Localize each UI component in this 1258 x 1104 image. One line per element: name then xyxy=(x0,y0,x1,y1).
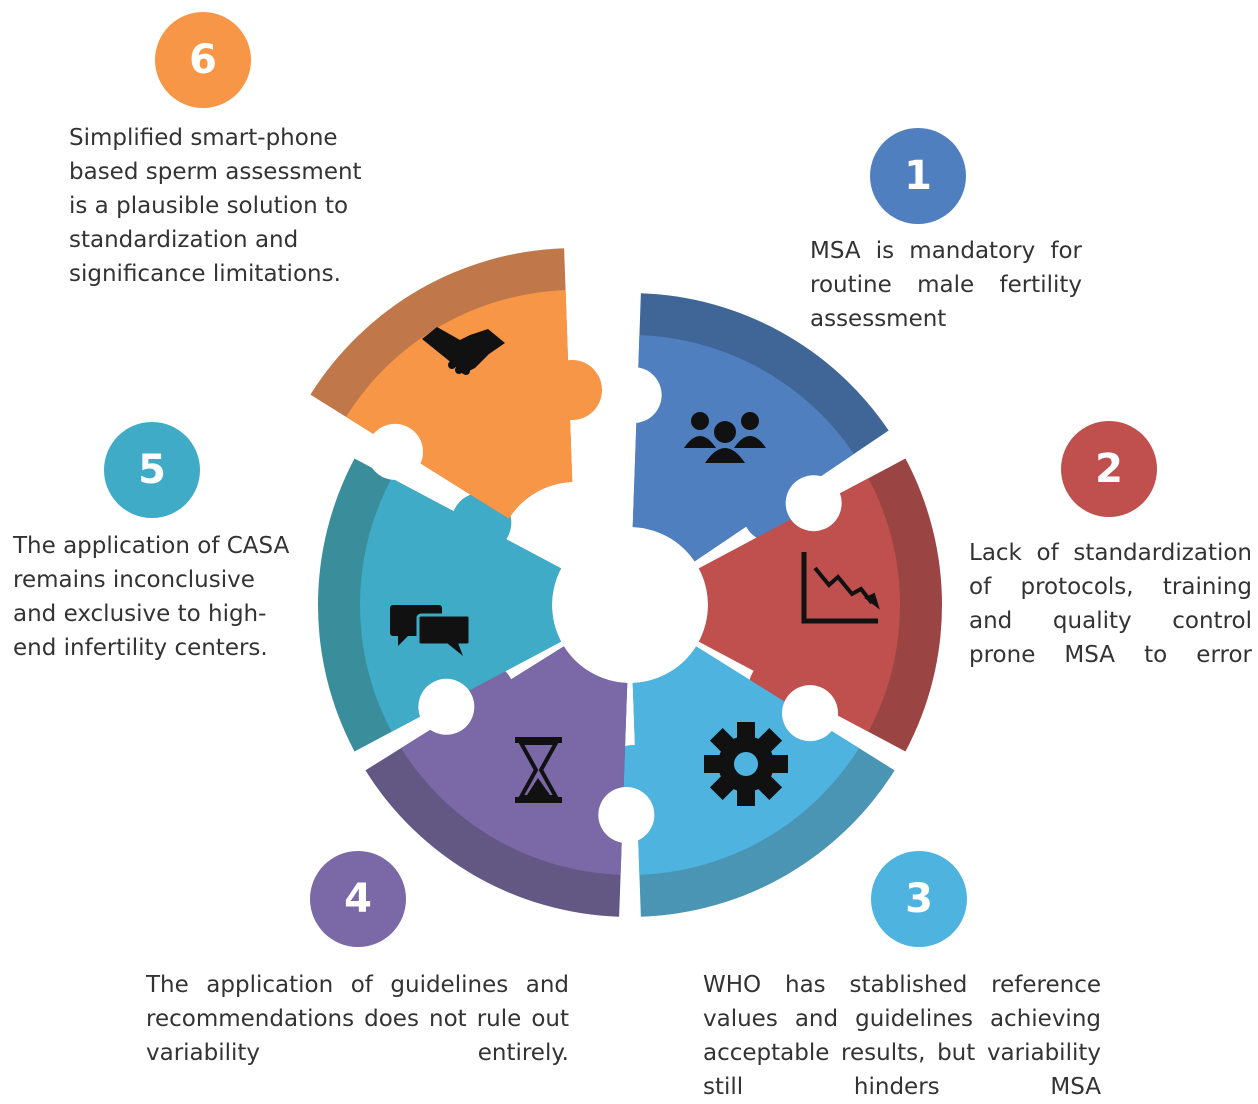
puzzle-notch xyxy=(418,678,475,735)
step-6-number: 6 xyxy=(189,37,217,83)
puzzle-notch xyxy=(598,786,655,843)
step-4-number: 4 xyxy=(344,876,372,922)
step-3-number: 3 xyxy=(905,876,933,922)
declining-chart-icon xyxy=(801,552,880,624)
puzzle-piece-6 xyxy=(310,248,603,519)
hourglass-icon xyxy=(515,737,562,803)
step-1-number: 1 xyxy=(904,153,932,199)
handshake-icon xyxy=(422,327,505,375)
step-3-badge: 3 xyxy=(871,851,967,947)
puzzle-notch xyxy=(366,423,423,480)
people-group-icon xyxy=(684,412,766,463)
step-5-badge: 5 xyxy=(104,422,200,518)
step-2-badge: 2 xyxy=(1061,421,1157,517)
step-5-number: 5 xyxy=(138,447,166,493)
chat-bubbles-icon xyxy=(390,605,472,656)
step-5-description: The application of CASA remains inconclu… xyxy=(13,533,290,661)
step-2-number: 2 xyxy=(1095,446,1123,492)
step-6-badge: 6 xyxy=(155,12,251,108)
wheel-center-hole xyxy=(554,529,706,681)
puzzle-notch xyxy=(605,367,662,424)
puzzle-piece-2 xyxy=(698,458,942,752)
puzzle-notch xyxy=(782,685,839,742)
gear-icon xyxy=(704,722,788,806)
step-6-description: Simplified smart-phone based sperm asses… xyxy=(69,125,362,287)
step-1-description: MSA is mandatory for routine male fertil… xyxy=(810,238,1082,332)
step-3-description: WHO has stablished reference values and … xyxy=(703,972,1101,1100)
step-2-description: Lack of standardization of protocols, tr… xyxy=(969,540,1252,668)
step-4-description: The application of guidelines and recomm… xyxy=(146,972,569,1066)
puzzle-notch xyxy=(785,475,842,532)
step-1-badge: 1 xyxy=(870,128,966,224)
step-4-badge: 4 xyxy=(310,851,406,947)
puzzle-piece-1 xyxy=(632,293,889,562)
